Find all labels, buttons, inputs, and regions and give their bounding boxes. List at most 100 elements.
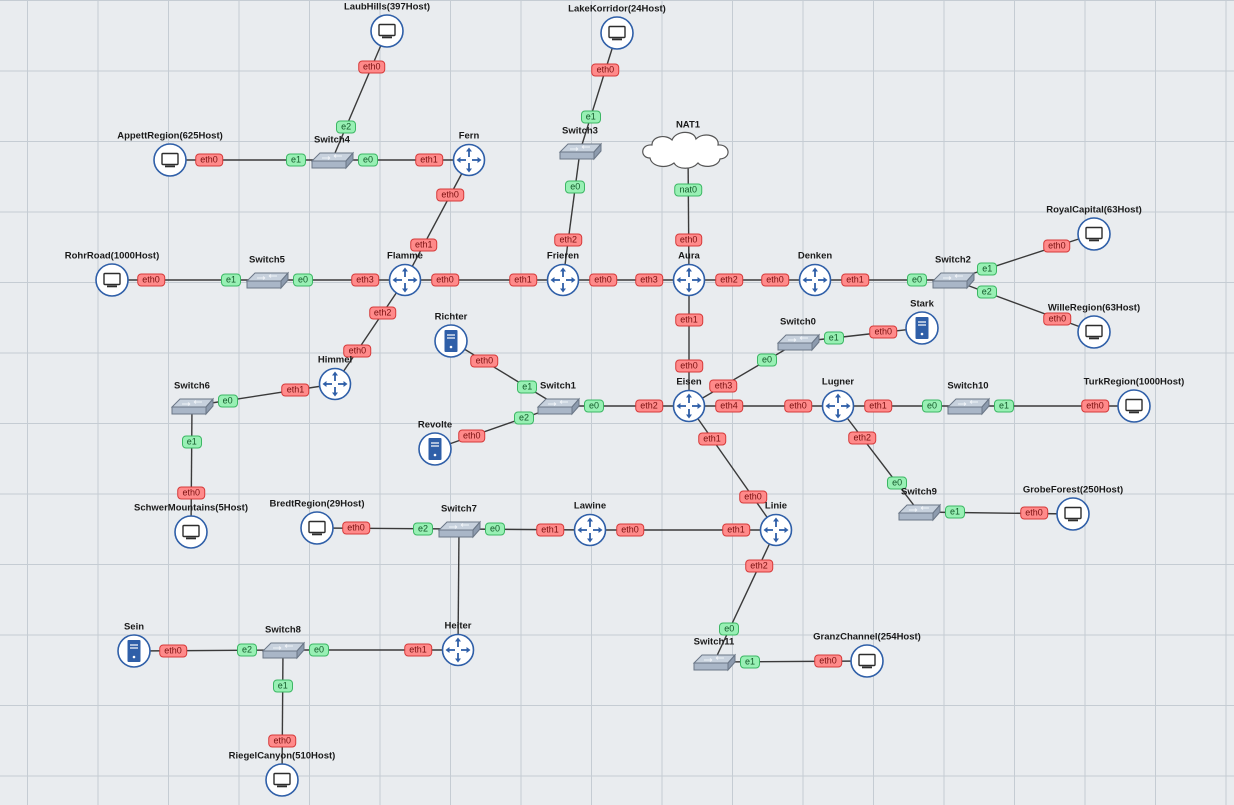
switch-icon[interactable]: [245, 271, 290, 290]
link-switch3-frieren[interactable]: [562, 150, 581, 281]
port-label: eth2: [368, 306, 397, 320]
port-label: e0: [217, 394, 238, 408]
port-label: e0: [921, 399, 943, 413]
router-icon[interactable]: [573, 513, 607, 547]
link-nat1-aura[interactable]: [687, 149, 690, 281]
link-switch7-heiter[interactable]: [457, 528, 460, 651]
link-switch2-willeregion[interactable]: [952, 279, 1095, 333]
router-icon[interactable]: [441, 633, 475, 667]
port-label: eth1: [410, 238, 438, 252]
port-label: e1: [977, 262, 998, 276]
link-laubhills-switch4[interactable]: [331, 30, 388, 161]
monitor-icon[interactable]: [265, 763, 299, 797]
port-label: e2: [976, 285, 997, 299]
port-label: e0: [906, 273, 928, 287]
port-label: eth1: [536, 523, 564, 537]
monitor-icon[interactable]: [1077, 315, 1111, 349]
switch-icon[interactable]: [946, 397, 991, 416]
monitor-icon[interactable]: [95, 263, 129, 297]
switch-icon[interactable]: [310, 151, 355, 170]
port-label: eth1: [722, 523, 750, 537]
monitor-icon[interactable]: [370, 14, 404, 48]
link-sein-switch8[interactable]: [133, 649, 284, 652]
monitor-icon[interactable]: [300, 511, 334, 545]
switch-icon[interactable]: [536, 397, 581, 416]
monitor-icon[interactable]: [600, 16, 634, 50]
port-label: eth2: [745, 559, 773, 573]
link-flamme-himmel[interactable]: [334, 279, 406, 385]
link-eisen-switch0[interactable]: [688, 341, 799, 407]
port-label: eth0: [869, 325, 897, 339]
link-linie-switch11[interactable]: [713, 529, 777, 663]
port-label: eth2: [635, 399, 663, 413]
port-label: e1: [739, 655, 760, 669]
router-icon[interactable]: [821, 389, 855, 423]
router-icon[interactable]: [452, 143, 486, 177]
link-switch7-lawine[interactable]: [458, 528, 591, 531]
port-label: eth1: [841, 273, 869, 287]
port-label: e2: [236, 643, 258, 657]
router-icon[interactable]: [759, 513, 793, 547]
monitor-icon[interactable]: [174, 515, 208, 549]
monitor-icon[interactable]: [153, 143, 187, 177]
port-label: eth2: [554, 233, 582, 247]
port-label: e0: [756, 353, 777, 367]
port-label: eth0: [431, 273, 459, 287]
port-label: eth0: [343, 344, 372, 358]
router-icon[interactable]: [672, 389, 706, 423]
link-bredtregion-switch7[interactable]: [316, 527, 460, 530]
server-icon[interactable]: [117, 634, 151, 668]
monitor-icon[interactable]: [1117, 389, 1151, 423]
switch-icon[interactable]: [897, 503, 942, 522]
link-switch11-granzchannel[interactable]: [713, 660, 868, 663]
port-label: eth0: [195, 153, 223, 167]
link-richter-switch1[interactable]: [450, 340, 559, 407]
port-label: e0: [583, 399, 605, 413]
cloud-icon[interactable]: [642, 131, 729, 169]
link-himmel-switch6[interactable]: [191, 383, 336, 407]
port-label: eth0: [458, 429, 486, 443]
switch-icon[interactable]: [261, 641, 306, 660]
port-label: e0: [484, 522, 505, 536]
router-icon[interactable]: [546, 263, 580, 297]
server-icon[interactable]: [434, 324, 468, 358]
server-icon[interactable]: [905, 311, 939, 345]
monitor-icon[interactable]: [850, 644, 884, 678]
router-icon[interactable]: [388, 263, 422, 297]
port-label: eth0: [674, 233, 703, 247]
port-label: eth3: [635, 273, 663, 287]
port-label: eth1: [864, 399, 892, 413]
server-icon[interactable]: [418, 432, 452, 466]
monitor-icon[interactable]: [1077, 217, 1111, 251]
port-label: e1: [993, 399, 1015, 413]
link-lugner-switch9[interactable]: [837, 405, 920, 513]
port-label: e2: [514, 411, 535, 425]
switch-icon[interactable]: [170, 397, 215, 416]
router-icon[interactable]: [318, 367, 352, 401]
port-label: eth1: [698, 432, 726, 446]
port-label: eth0: [137, 273, 165, 287]
link-eisen-linie[interactable]: [688, 405, 777, 531]
port-label: e2: [336, 120, 357, 134]
port-label: e0: [887, 476, 908, 490]
port-label: eth0: [342, 521, 370, 535]
port-label: e0: [308, 643, 330, 657]
switch-icon[interactable]: [931, 271, 976, 290]
link-switch8-riegelcanyon[interactable]: [281, 649, 284, 781]
monitor-icon[interactable]: [1056, 497, 1090, 531]
port-label: eth1: [404, 643, 432, 657]
port-label: eth2: [715, 273, 743, 287]
nodes-layer: [95, 14, 1151, 797]
link-fern-flamme[interactable]: [404, 159, 470, 281]
switch-icon[interactable]: [776, 333, 821, 352]
link-lakekorridor-switch3[interactable]: [579, 32, 618, 152]
port-label: eth2: [848, 431, 877, 445]
router-icon[interactable]: [672, 263, 706, 297]
switch-icon[interactable]: [692, 653, 737, 672]
link-switch9-grobeforest[interactable]: [918, 511, 1074, 515]
switch-icon[interactable]: [437, 520, 482, 539]
link-switch6-schwermountains[interactable]: [190, 405, 193, 533]
switch-icon[interactable]: [558, 142, 603, 161]
router-icon[interactable]: [798, 263, 832, 297]
